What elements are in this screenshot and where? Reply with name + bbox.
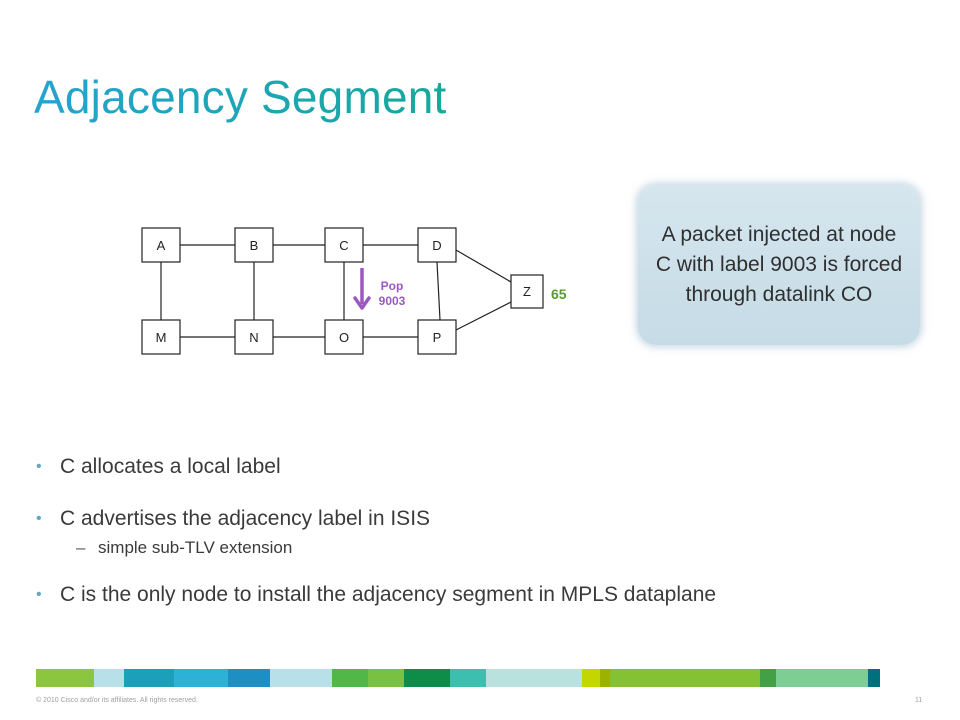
stripe-segment — [368, 669, 404, 687]
node-o — [324, 319, 364, 355]
node-b — [234, 227, 274, 263]
sub-bullet-text: simple sub-TLV extension — [98, 538, 293, 557]
node-n — [234, 319, 274, 355]
footer-copyright: © 2010 Cisco and/or its affiliates. All … — [36, 697, 198, 704]
stripe-segment — [94, 669, 124, 687]
z-label: 65 — [551, 286, 567, 302]
node-p-label: P — [433, 330, 442, 345]
link-p-z — [455, 301, 512, 331]
sub-bullet-dash: – — [76, 538, 86, 557]
stripe-segment — [404, 669, 450, 687]
stripe-segment — [600, 669, 610, 687]
node-p — [417, 319, 457, 355]
pop-label-value: 9003 — [379, 294, 406, 308]
node-z-label: Z — [523, 284, 531, 299]
stripe-segment — [610, 669, 760, 687]
callout-box: A packet injected at node C with label 9… — [638, 185, 920, 345]
bullet-text: C allocates a local label — [60, 455, 281, 478]
footer-page-number: 11 — [915, 697, 923, 704]
stripe-segment — [228, 669, 270, 687]
node-z — [510, 274, 544, 309]
node-m — [141, 319, 181, 355]
stripe-segment — [582, 669, 600, 687]
bullet-item: C advertises the adjacency label in ISIS — [36, 504, 936, 556]
node-m-label: M — [156, 330, 167, 345]
node-o-label: O — [339, 330, 349, 345]
node-a-label: A — [157, 238, 166, 253]
pop-arrow-icon — [353, 268, 371, 310]
node-d — [417, 227, 457, 263]
node-n-label: N — [249, 330, 258, 345]
stripe-segment — [760, 669, 776, 687]
bullet-item: C allocates a local label — [36, 452, 936, 504]
pop-label: Pop — [381, 279, 404, 293]
node-c — [324, 227, 364, 263]
stripe-segment — [776, 669, 868, 687]
bullet-text: C advertises the adjacency label in ISIS — [60, 507, 431, 530]
bullet-text: C is the only node to install the adjace… — [60, 583, 717, 606]
stripe-segment — [332, 669, 368, 687]
node-a — [141, 227, 181, 263]
stripe-segment — [868, 669, 880, 687]
footer-color-stripe — [36, 669, 924, 687]
stripe-segment — [450, 669, 486, 687]
link-d-z — [455, 249, 512, 283]
sub-bullet-item: –simple sub-TLV extension — [36, 536, 936, 580]
node-b-label: B — [250, 238, 259, 253]
bullet-item: C is the only node to install the adjace… — [36, 580, 936, 632]
bullet-list: C allocates a local label C advertises t… — [36, 452, 936, 632]
stripe-segment — [270, 669, 332, 687]
callout-text: A packet injected at node C with label 9… — [655, 223, 903, 306]
node-c-label: C — [339, 238, 348, 253]
node-d-label: D — [432, 238, 441, 253]
stripe-segment — [36, 669, 94, 687]
link-d-p — [436, 261, 441, 321]
stripe-segment — [124, 669, 174, 687]
slide-title: Adjacency Segment — [34, 71, 447, 123]
stripe-segment — [486, 669, 582, 687]
stripe-segment — [174, 669, 228, 687]
